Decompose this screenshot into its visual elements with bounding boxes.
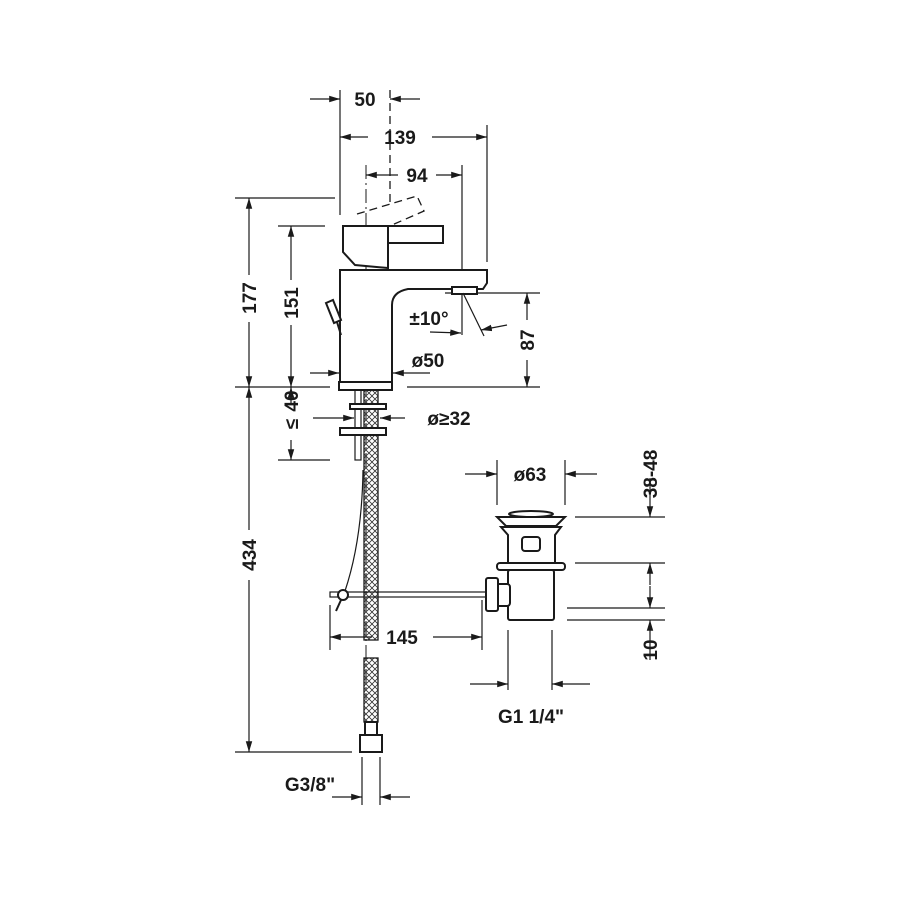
dim-handle-offset: 50 [354,90,375,111]
dim-handle-height: 151 [282,287,303,319]
dim-total-depth: 139 [384,128,416,149]
dimension-lines [245,95,654,801]
faucet-body [324,195,488,391]
dim-body-diameter: ø50 [412,351,445,372]
dim-waste-diameter: ø63 [514,465,547,486]
dim-spout-height: 87 [518,329,539,350]
dim-hose-length: 434 [240,539,261,571]
supply-hose [339,389,387,753]
dim-total-height: 177 [240,282,261,314]
waste-extension-lines [329,460,665,805]
dim-spout-angle: ±10° [409,309,448,330]
dim-deck-thickness: 40 [282,390,303,411]
pull-rod [329,469,489,612]
dim-spout-reach: 94 [406,166,428,187]
dim-waste-thread: G1 1/4" [498,707,564,728]
dim-deck-thickness-symbol: ≤ [282,419,303,429]
dim-hose-connection: G3/8" [285,775,335,796]
pop-up-waste [485,510,568,621]
dim-waste-height-range: 38-48 [641,450,662,499]
dim-hole-diameter: ø≥32 [427,409,470,430]
dim-waste-offset: 10 [641,639,662,660]
dim-pull-rod-length: 145 [386,628,418,649]
extension-lines [235,90,540,753]
